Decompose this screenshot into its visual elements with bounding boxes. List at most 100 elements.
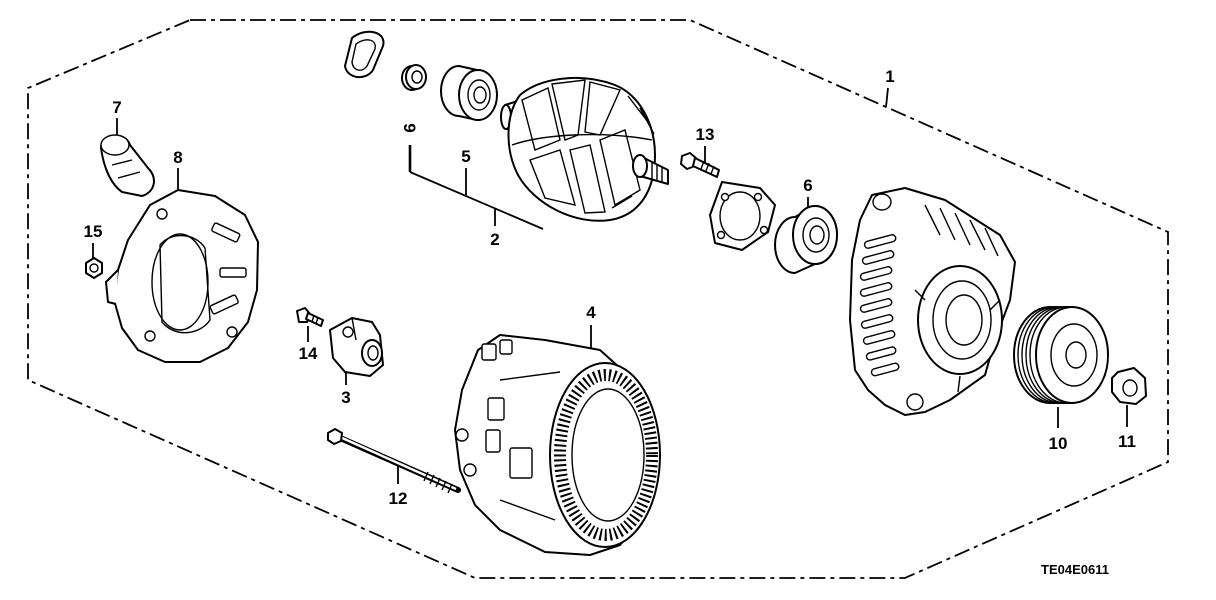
pulley-groove	[1025, 306, 1063, 404]
rotor-claw	[521, 87, 561, 151]
rotor-claw	[599, 129, 641, 207]
pulley-groove	[1029, 306, 1067, 404]
seal-ring-outer	[344, 30, 385, 78]
through-bolt-thread	[423, 471, 429, 482]
through-bolt-thread	[447, 483, 453, 494]
callout-5: 5	[461, 147, 470, 166]
stator-teeth	[554, 369, 658, 541]
front-housing-vent-slot	[865, 346, 897, 361]
cover-nut	[85, 257, 103, 279]
pulley-nut	[1111, 367, 1147, 405]
pulley-nut-hole	[1122, 379, 1138, 397]
front-housing-mount-ear	[872, 193, 892, 211]
rear-housing-window	[485, 429, 501, 453]
front-housing-rib	[914, 289, 926, 301]
callouts: 1 2 3 4 5 6 7 8 9 10 11 12 13 14 15	[84, 67, 1136, 508]
pulley-hub	[1065, 341, 1087, 369]
assembly-boundary	[27, 19, 1169, 579]
rotor-claw	[529, 149, 576, 206]
rotor	[500, 76, 669, 222]
retainer-plate-hole	[759, 225, 769, 235]
front-housing-fin	[939, 207, 956, 241]
through-bolt-thread	[441, 480, 447, 491]
regulator-screw	[296, 307, 324, 327]
cover-nut-hole	[89, 263, 99, 273]
pulley-groove	[1017, 306, 1055, 404]
stator-rear-housing	[454, 334, 661, 556]
rear-cover-slot	[211, 222, 241, 243]
rotor-shaft-collar	[632, 154, 648, 178]
retainer-bolt	[680, 152, 720, 178]
washer	[401, 64, 427, 91]
callout-2: 2	[490, 230, 499, 249]
front-housing-rib	[989, 299, 1001, 311]
callout-12: 12	[389, 489, 408, 508]
rear-housing-boss	[463, 463, 477, 477]
rear-cover-slot	[209, 294, 239, 315]
through-bolt-head	[327, 428, 343, 445]
rear-housing-edge	[499, 371, 561, 381]
rear-housing-boss	[455, 428, 469, 442]
callout-1: 1	[885, 67, 894, 86]
callout-7: 7	[112, 98, 121, 117]
terminal-cap-opening	[100, 134, 130, 156]
diagram-code: TE04E0611	[1041, 562, 1109, 577]
regulator-screw-thread	[315, 316, 319, 325]
front-housing-fin	[984, 227, 999, 257]
callout-4: 4	[586, 303, 596, 322]
leader-line-1	[885, 87, 889, 108]
callout-3: 3	[341, 388, 350, 407]
callout-6: 6	[803, 176, 812, 195]
terminal-cap	[99, 134, 155, 197]
rear-cover-slot	[219, 267, 247, 278]
seal-ring	[344, 30, 385, 78]
through-bolt-shaft	[339, 435, 457, 491]
rear-housing-terminal	[499, 339, 513, 355]
callout-14: 14	[299, 344, 318, 363]
retainer-bolt-thread	[710, 165, 715, 175]
rear-cover-tab	[105, 269, 119, 305]
rear-housing-label-plate	[509, 447, 533, 479]
rear-housing-edge	[499, 499, 556, 521]
seal-ring-inner	[351, 39, 376, 71]
front-housing-fin	[969, 219, 986, 251]
rear-bearing	[440, 65, 498, 121]
retainer-bolt-thread	[700, 160, 705, 170]
rotor-seam	[511, 133, 653, 146]
bearing-retainer-plate	[709, 181, 776, 251]
front-housing-rib	[957, 375, 961, 393]
front-housing-mount-ear	[906, 393, 924, 411]
retainer-plate-hole	[753, 192, 763, 202]
front-housing-vent-slot	[870, 362, 900, 377]
rear-cover	[105, 189, 259, 363]
regulator-mount-hole	[342, 326, 354, 338]
stator-bore	[571, 388, 645, 522]
front-housing	[849, 187, 1016, 416]
callout-15: 15	[84, 222, 103, 241]
front-housing-vent-slot	[863, 234, 897, 249]
front-housing-vent-slot	[862, 330, 896, 345]
rear-cover-hole	[144, 330, 156, 342]
through-bolt-thread	[429, 474, 435, 485]
callout-10: 10	[1049, 434, 1068, 453]
front-housing-vent-slot	[859, 282, 893, 297]
callout-13: 13	[696, 125, 715, 144]
front-housing-fin	[924, 204, 941, 236]
callout-8: 8	[173, 148, 182, 167]
washer-hole	[411, 70, 423, 84]
front-housing-vent-slot	[860, 314, 894, 329]
callout-9: 9	[400, 123, 419, 132]
retainer-plate-center-hole	[719, 191, 761, 241]
front-housing-fin	[954, 212, 971, 246]
front-bearing	[774, 205, 838, 274]
front-bearing-bore	[809, 225, 825, 245]
pulley	[1013, 306, 1109, 404]
regulator	[329, 317, 384, 377]
rear-bearing-bore	[473, 86, 487, 104]
terminal-cap-rib	[117, 171, 141, 179]
through-bolt-thread	[435, 477, 441, 488]
retainer-plate-hole	[716, 230, 726, 240]
rear-cover-hole	[226, 326, 238, 338]
regulator-socket-inner	[367, 345, 379, 361]
